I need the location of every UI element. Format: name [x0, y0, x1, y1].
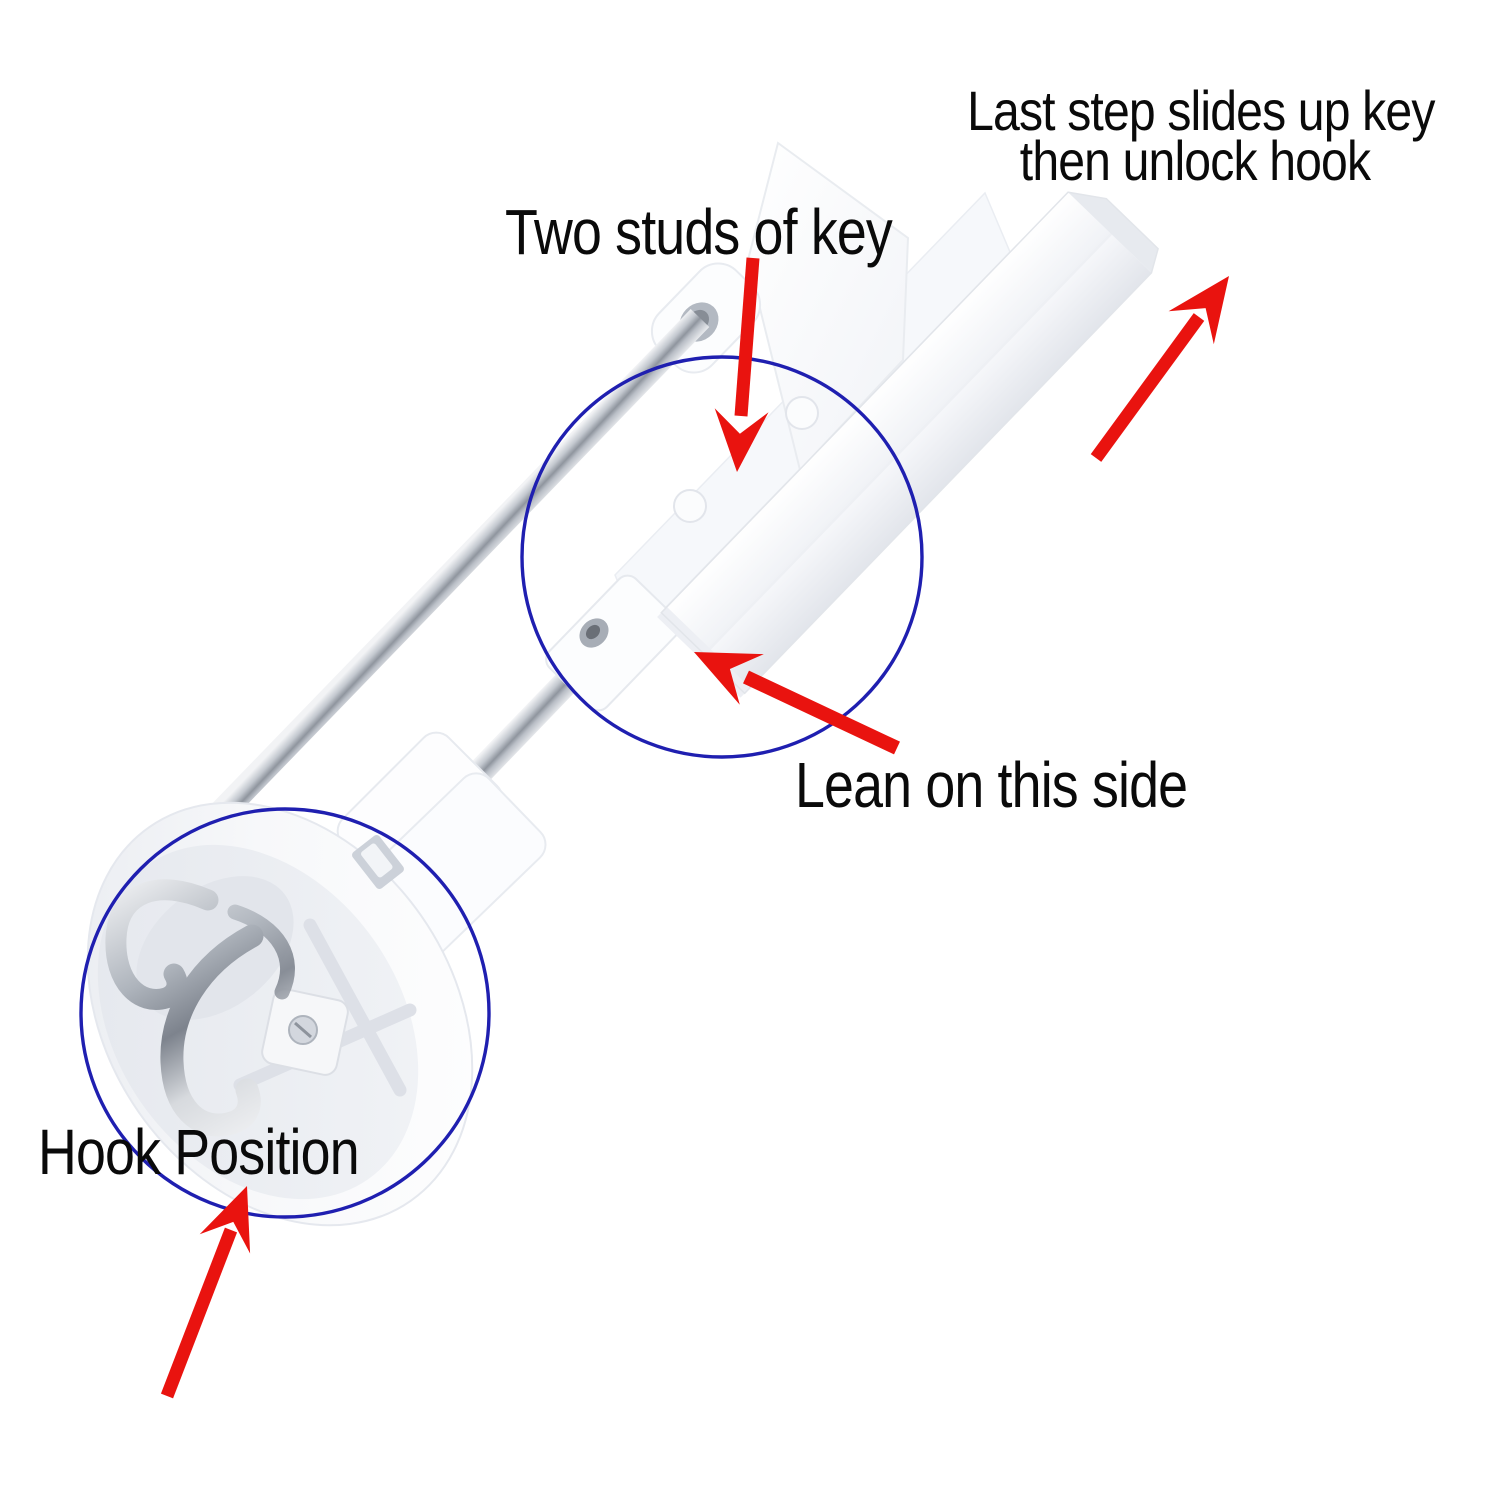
security-hook-lower	[160, 924, 264, 1137]
highlight-circle-key	[520, 355, 924, 759]
hook-position-label: Hook Position	[38, 1116, 360, 1188]
key-front-face	[704, 233, 1152, 694]
upper-rod	[212, 309, 710, 821]
key-stud-2	[673, 489, 707, 523]
key-outline	[660, 191, 1159, 695]
security-peg-hook-product	[86, 141, 1159, 1227]
rim-notch	[352, 835, 404, 889]
inner-hook-wire	[227, 904, 295, 1000]
arrow-lean-head	[694, 652, 764, 705]
key-top-face	[661, 192, 1112, 655]
arrow-studs-head	[714, 408, 769, 472]
note-label: Last step slides up key then unlock hook	[967, 79, 1435, 192]
arrow-hook-position-head	[199, 1186, 251, 1254]
arrow-lean-shaft	[743, 670, 900, 755]
key-end-face	[1068, 192, 1159, 273]
highlight-circle-hook	[79, 807, 491, 1219]
arrow-last-step-shaft	[1090, 313, 1205, 462]
arrow-last-step-head	[1168, 276, 1229, 345]
security-hook-upper	[105, 879, 219, 1010]
arrow-studs	[714, 257, 769, 472]
lock-nose-opening-inner	[585, 624, 601, 640]
studs-label: Two studs of key	[505, 196, 893, 268]
arrow-hook-position	[160, 1186, 251, 1399]
note-label-line2: then unlock hook	[1019, 129, 1371, 192]
arrow-studs-shaft	[734, 257, 760, 417]
disc-rib-1	[303, 918, 407, 1097]
lean-label: Lean on this side	[795, 749, 1188, 821]
arrow-hook-position-shaft	[160, 1227, 238, 1399]
annotations	[79, 257, 1229, 1399]
note-label-line1: Last step slides up key	[967, 79, 1435, 142]
key-stud-1	[785, 396, 819, 430]
arrow-last-step	[1090, 276, 1229, 462]
arrow-lean	[694, 652, 900, 755]
key-crease	[704, 233, 1113, 654]
screw-slot	[294, 1021, 312, 1039]
